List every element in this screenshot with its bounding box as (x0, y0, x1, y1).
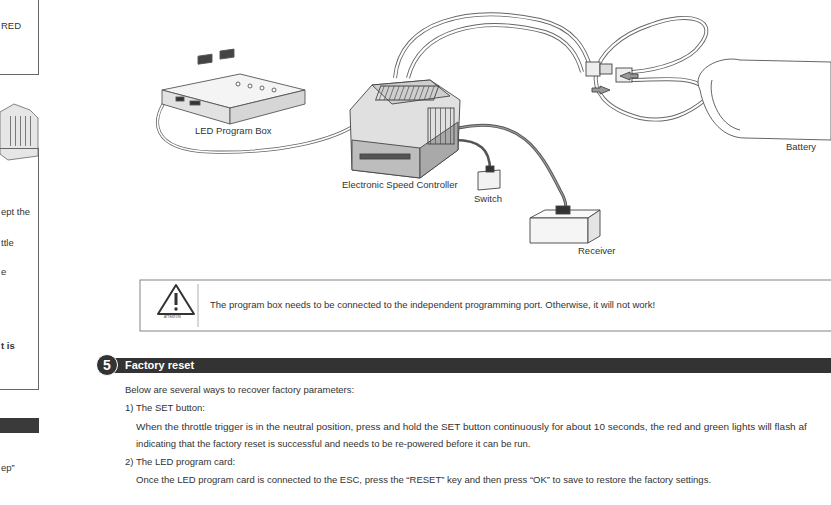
esc-thumbnail (0, 104, 38, 160)
part-label: Switch (474, 193, 502, 204)
receiver-picture (530, 206, 600, 243)
body-text: indicating that the factory reset is suc… (136, 438, 530, 449)
led-program-box-picture (162, 49, 305, 124)
section-heading: Factory reset (125, 359, 194, 372)
part-label: Receiver (578, 245, 616, 256)
wires (158, 15, 707, 212)
body-text: Below are several ways to recover factor… (125, 384, 354, 395)
panel-text: RED (1, 20, 21, 31)
body-text: Once the LED program card is connected t… (136, 474, 711, 485)
part-label: Electronic Speed Controller (342, 179, 458, 190)
attention-label: ATTENTION (164, 316, 181, 320)
switch-picture (478, 166, 500, 190)
list-heading: 2) The LED program card: (125, 456, 235, 467)
panel-text: t is (1, 340, 15, 351)
attention-icon (158, 285, 194, 314)
attention-box: ATTENTION The program box needs to be con… (140, 280, 831, 331)
attention-note: The program box needs to be connected to… (210, 299, 655, 310)
side-panel: RED (0, 0, 39, 75)
side-panel: ept the ttle e t is (0, 148, 39, 390)
step-number: 5 (96, 354, 118, 376)
part-label: LED Program Box (195, 125, 272, 136)
panel-text: ept the (1, 206, 30, 217)
panel-text: ep” (1, 462, 15, 473)
panel-text: e (1, 266, 6, 277)
divider (198, 284, 199, 327)
battery-picture (698, 59, 831, 140)
part-label: Battery (786, 141, 816, 152)
list-heading: 1) The SET button: (125, 402, 205, 413)
side-band (0, 418, 39, 433)
battery-plug (586, 62, 638, 94)
esc-picture (350, 80, 460, 178)
attention-panel-frame (140, 280, 831, 331)
panel-text: ttle (1, 237, 14, 248)
section-band: 5Factory reset (108, 358, 831, 373)
body-text: When the throttle trigger is in the neut… (136, 421, 807, 432)
